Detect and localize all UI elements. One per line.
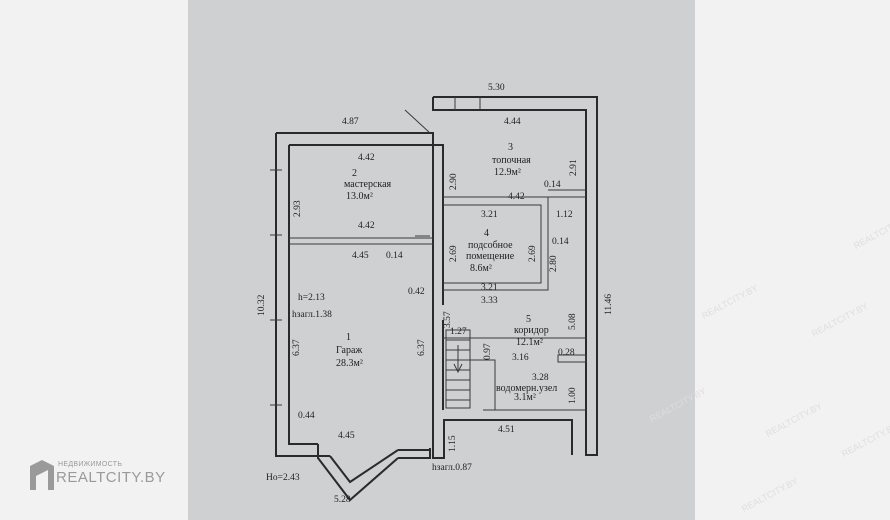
dimensions: 5.30 4.87 4.44 4.42 4.42 4.42 0.14 3.21 … xyxy=(257,83,614,505)
dim-1-00: 1.00 xyxy=(568,387,578,404)
dim-3-21-a: 3.21 xyxy=(481,210,498,220)
room-water-name: водомерн.узел xyxy=(496,383,557,394)
room-2-name: мастерская xyxy=(344,179,392,190)
dim-6-37-a: 6.37 xyxy=(292,339,302,356)
room-2-number: 2 xyxy=(352,168,357,179)
room-1-number: 1 xyxy=(346,332,351,343)
dim-4-42-low: 4.42 xyxy=(358,221,375,231)
note-h: h=2.13 xyxy=(298,293,325,303)
dim-5-28: 5.28 xyxy=(334,495,351,505)
dim-5-30: 5.30 xyxy=(488,83,505,93)
room-3-area: 12.9м² xyxy=(494,167,521,178)
dim-4-45-b: 4.45 xyxy=(338,431,355,441)
dim-0-14-c: 0.14 xyxy=(386,251,403,261)
dim-4-42-mid: 4.42 xyxy=(508,192,525,202)
dim-2-69-b: 2.69 xyxy=(528,245,538,262)
room-1-name: Гараж xyxy=(336,345,362,356)
dim-0-14-a: 0.14 xyxy=(544,180,561,190)
dim-2-80: 2.80 xyxy=(549,255,559,272)
dim-3-28: 3.28 xyxy=(532,373,549,383)
dim-1-15: 1.15 xyxy=(448,435,458,452)
watermark-small: НЕДВИЖИМОСТЬ xyxy=(58,461,123,468)
dim-3-33: 3.33 xyxy=(481,296,498,306)
dim-4-51: 4.51 xyxy=(498,425,515,435)
dim-2-93: 2.93 xyxy=(293,200,303,217)
plan-sheet xyxy=(188,0,695,520)
dim-2-91: 2.91 xyxy=(569,159,579,176)
note-hzagl-1: hзагл.1.38 xyxy=(292,310,332,320)
dim-0-97: 0.97 xyxy=(483,343,493,360)
dim-2-90: 2.90 xyxy=(449,173,459,190)
room-4-number: 4 xyxy=(484,228,489,239)
room-4-name-2: помещение xyxy=(466,251,515,262)
dim-10-32: 10.32 xyxy=(257,294,267,316)
dim-11-46: 11.46 xyxy=(604,294,614,315)
room-1-area: 28.3м² xyxy=(336,358,363,369)
walls xyxy=(270,96,598,502)
watermark-brand: REALTCITY.BY xyxy=(56,469,166,486)
dim-0-44: 0.44 xyxy=(298,411,315,421)
dim-3-21-b: 3.21 xyxy=(481,283,498,293)
room-5-area: 12.1м² xyxy=(516,337,543,348)
dim-0-14-b: 0.14 xyxy=(552,237,569,247)
room-2-area: 13.0м² xyxy=(346,191,373,202)
dim-2-69-a: 2.69 xyxy=(449,245,459,262)
room-4-area: 8.6м² xyxy=(470,263,492,274)
dim-4-44: 4.44 xyxy=(504,117,521,127)
room-water-area: 3.1м² xyxy=(514,392,536,403)
dim-0-42: 0.42 xyxy=(408,287,425,297)
dim-3-57: 3.57 xyxy=(443,311,453,328)
note-ho: Hо=2.43 xyxy=(266,473,300,483)
dim-4-42-top: 4.42 xyxy=(358,153,375,163)
dim-0-28: 0.28 xyxy=(558,348,575,358)
room-5-number: 5 xyxy=(526,314,531,325)
dim-6-37-b: 6.37 xyxy=(417,339,427,356)
dim-4-45-a: 4.45 xyxy=(352,251,369,261)
room-labels: 2 мастерская 13.0м² 3 топочная 12.9м² 4 … xyxy=(336,142,557,403)
dim-4-87: 4.87 xyxy=(342,117,359,127)
room-5-name: коридор xyxy=(514,325,549,336)
dim-1-27: 1.27 xyxy=(450,327,467,337)
room-4-name-1: подсобное xyxy=(468,240,513,251)
dim-5-08: 5.08 xyxy=(568,313,578,330)
height-notes: h=2.13 hзагл.1.38 Hо=2.43 hзагл.0.87 xyxy=(266,293,472,483)
dim-3-16: 3.16 xyxy=(512,353,529,363)
dim-1-12: 1.12 xyxy=(556,210,573,220)
realtcity-logo-icon xyxy=(30,460,54,490)
room-3-number: 3 xyxy=(508,142,513,153)
note-hzagl-2: hзагл.0.87 xyxy=(432,463,472,473)
room-3-name: топочная xyxy=(492,155,531,166)
